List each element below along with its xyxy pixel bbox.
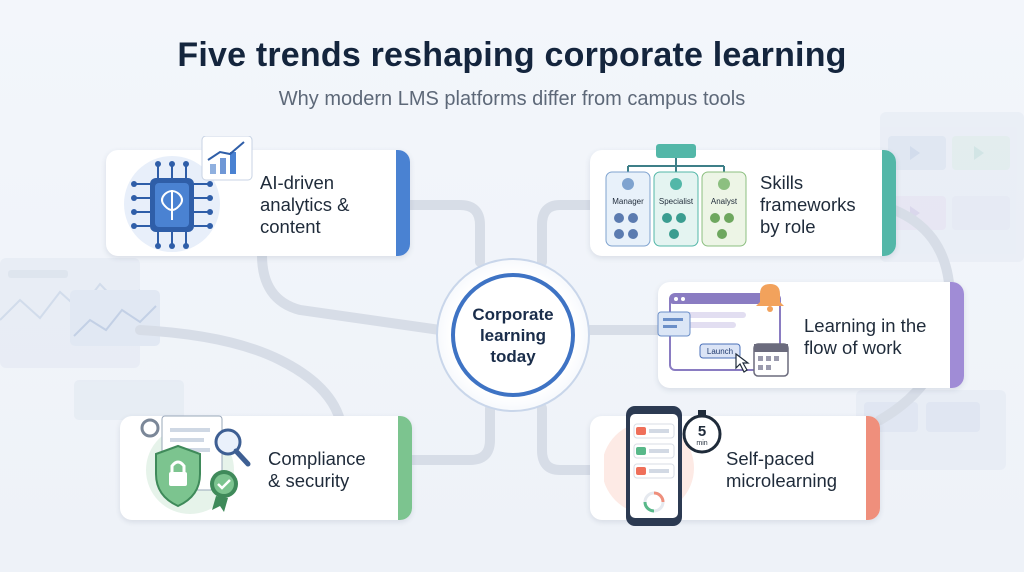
card-ai-analytics: AI-driven analytics & content (106, 136, 410, 256)
card-microlearning-label: Self-paced microlearning (726, 448, 838, 491)
card-microlearning: 5 min Self-paced microlearning (590, 406, 880, 526)
ai-chip-icon (124, 136, 253, 252)
card-flow-of-work-label: Learning in the flow of work (804, 315, 927, 358)
card-accent (396, 150, 410, 256)
workflow-screen-icon: Launch (657, 284, 789, 377)
card-flow-of-work: Launch Learning in the flow of work (657, 282, 964, 388)
role-label-manager: Manager (612, 197, 644, 206)
card-accent (950, 282, 964, 388)
timer-unit: min (696, 440, 707, 447)
card-compliance-label: Compliance & security (268, 448, 366, 491)
background-dashboard-left (0, 258, 184, 420)
page-subtitle: Why modern LMS platforms differ from cam… (278, 88, 746, 110)
card-compliance: Compliance & security (120, 415, 412, 520)
mobile-microlearning-icon: 5 min (604, 406, 722, 526)
hub-label: Corporate learning today (472, 304, 554, 366)
card-skills-frameworks: Manager Specialist Analyst Skills framew… (590, 144, 896, 256)
card-accent (866, 416, 880, 520)
hub-ring: Corporate learning today (451, 273, 575, 397)
launch-button-label: Launch (707, 347, 733, 356)
hub-circle: Corporate learning today (436, 258, 590, 412)
page-title: Five trends reshaping corporate learning (177, 36, 847, 74)
card-skills-frameworks-label: Skills frameworks by role (760, 172, 856, 237)
compliance-shield-icon (140, 415, 251, 514)
role-label-analyst: Analyst (711, 197, 738, 206)
role-label-specialist: Specialist (659, 197, 694, 206)
card-accent (882, 150, 896, 256)
card-accent (398, 416, 412, 520)
card-ai-analytics-label: AI-driven analytics & content (260, 172, 350, 237)
timer-value: 5 (698, 423, 706, 440)
org-chart-icon: Manager Specialist Analyst (605, 144, 747, 247)
